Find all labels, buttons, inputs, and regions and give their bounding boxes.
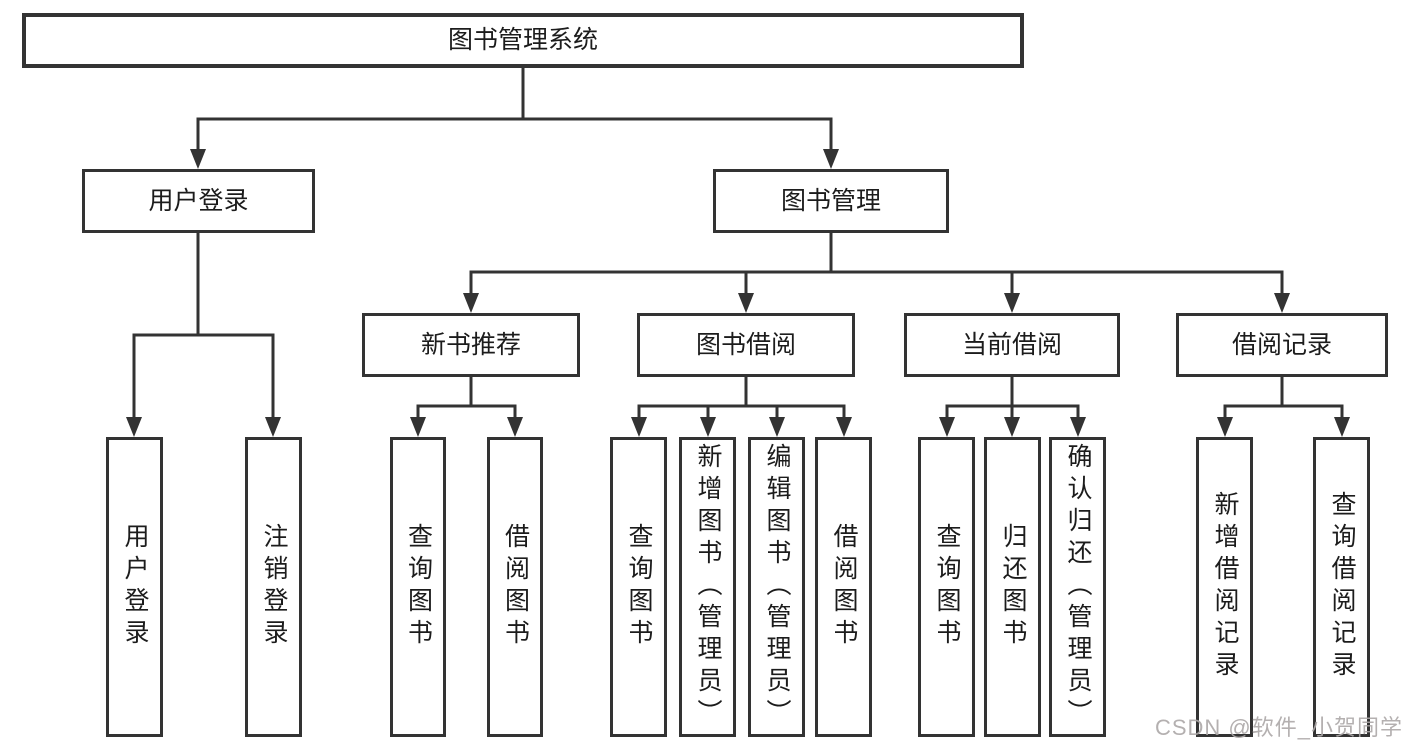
node-label: 查询图书 <box>404 523 433 651</box>
node-label: 新书推荐 <box>420 330 521 359</box>
node-label: 用户登录 <box>121 523 149 651</box>
arrowhead-down-icon <box>1274 293 1290 313</box>
node-label: 借阅记录 <box>1231 330 1332 359</box>
node-label: 新增图书（管理员） <box>694 443 722 731</box>
connector-root-to-level2 <box>196 66 833 153</box>
leaf-borrowing-borrow-books: 借阅图书 <box>815 437 872 737</box>
leaf-borrowing-add-books-admin: 新增图书（管理员） <box>679 437 736 737</box>
node-label: 查询借阅记录 <box>1328 491 1356 683</box>
arrowhead-down-icon <box>700 417 716 437</box>
arrowhead-down-icon <box>1217 417 1233 437</box>
node-label: 图书管理 <box>780 186 881 215</box>
arrowhead-down-icon <box>190 149 206 169</box>
arrowhead-down-icon <box>463 293 479 313</box>
leaf-borrowing-query-books: 查询图书 <box>610 437 667 737</box>
node-label: 图书借阅 <box>695 330 796 359</box>
connector-book-mgmt-children <box>469 231 1284 298</box>
node-label: 查询图书 <box>625 523 653 651</box>
node-label: 查询图书 <box>933 523 961 651</box>
leaf-records-add-borrow-record: 新增借阅记录 <box>1196 437 1253 737</box>
leaf-recommend-borrow-books: 借阅图书 <box>487 437 543 737</box>
arrowhead-down-icon <box>836 417 852 437</box>
leaf-records-query-borrow-record: 查询借阅记录 <box>1313 437 1370 737</box>
leaf-current-confirm-return-admin: 确认归还（管理员） <box>1049 437 1106 737</box>
connector-current-borrow-children <box>945 375 1080 422</box>
arrowhead-down-icon <box>1334 417 1350 437</box>
node-label: 借阅图书 <box>830 523 858 651</box>
arrowhead-down-icon <box>1070 417 1086 437</box>
arrowhead-down-icon <box>507 417 523 437</box>
leaf-logout: 注销登录 <box>245 437 302 737</box>
leaf-current-return-books: 归还图书 <box>984 437 1041 737</box>
node-book-management: 图书管理 <box>713 169 949 233</box>
node-user-login: 用户登录 <box>82 169 315 233</box>
node-borrowing-records: 借阅记录 <box>1176 313 1388 377</box>
node-label: 图书管理系统 <box>447 26 598 54</box>
arrowhead-down-icon <box>126 417 142 437</box>
arrowhead-down-icon <box>410 417 426 437</box>
arrowhead-down-icon <box>738 293 754 313</box>
node-label: 注销登录 <box>260 523 288 651</box>
node-new-book-recommendation: 新书推荐 <box>362 313 580 377</box>
leaf-user-login: 用户登录 <box>106 437 163 737</box>
connector-book-borrow-children <box>637 375 846 422</box>
node-label: 当前借阅 <box>961 330 1062 359</box>
arrowhead-down-icon <box>1004 293 1020 313</box>
arrowhead-down-icon <box>769 417 785 437</box>
arrowhead-down-icon <box>939 417 955 437</box>
connector-borrow-records-children <box>1223 375 1344 422</box>
node-library-management-system: 图书管理系统 <box>22 13 1024 68</box>
leaf-borrowing-edit-books-admin: 编辑图书（管理员） <box>748 437 805 737</box>
arrowhead-down-icon <box>823 149 839 169</box>
watermark: CSDN @软件_小贺同学 <box>1154 715 1403 740</box>
connector-new-book-rec-children <box>416 375 517 422</box>
node-label: 用户登录 <box>148 186 249 215</box>
leaf-current-query-books: 查询图书 <box>918 437 975 737</box>
connector-user-login-children <box>132 231 275 422</box>
arrowhead-down-icon <box>631 417 647 437</box>
leaf-recommend-query-books: 查询图书 <box>390 437 446 737</box>
node-label: 编辑图书（管理员） <box>763 443 791 731</box>
node-label: 借阅图书 <box>501 523 530 651</box>
node-current-borrowing: 当前借阅 <box>904 313 1120 377</box>
node-book-borrowing: 图书借阅 <box>637 313 855 377</box>
node-label: 确认归还（管理员） <box>1064 443 1092 731</box>
arrowhead-down-icon <box>265 417 281 437</box>
arrowhead-down-icon <box>1004 417 1020 437</box>
node-label: 归还图书 <box>999 523 1027 651</box>
node-label: 新增借阅记录 <box>1211 491 1239 683</box>
